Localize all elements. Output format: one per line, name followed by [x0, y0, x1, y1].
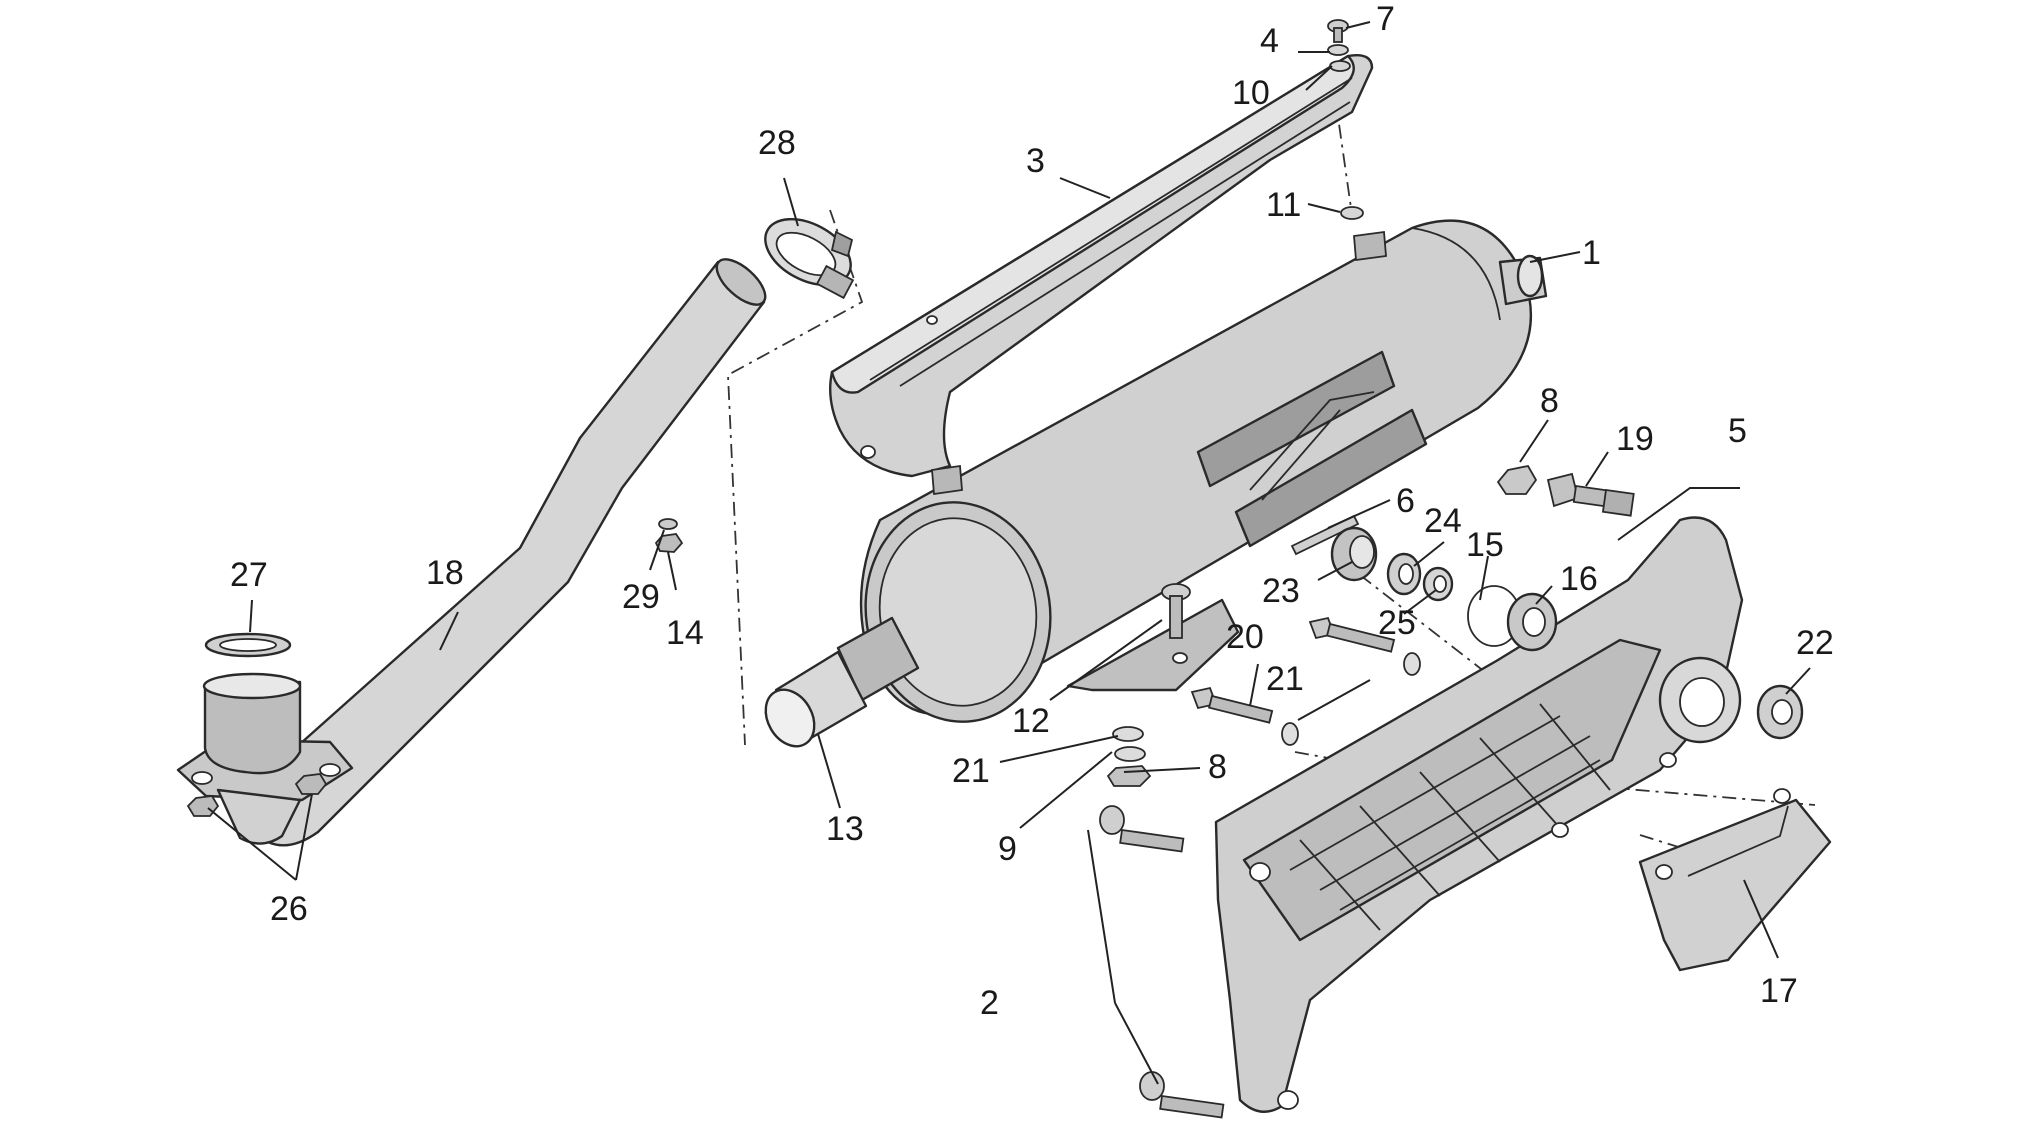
leader-lines	[207, 21, 1811, 1085]
callout-labels: 1 2 3 4 5 6 7 8 8 9 10 11 12 13 14 15 16…	[230, 0, 1834, 1022]
callout-7: 7	[1376, 0, 1395, 38]
bearing-group	[1467, 585, 1558, 652]
callout-6: 6	[1396, 482, 1415, 520]
callout-2: 2	[980, 984, 999, 1022]
callout-11: 11	[1266, 186, 1301, 224]
callout-21-lower: 21	[952, 752, 990, 790]
callout-16: 16	[1560, 560, 1598, 598]
callout-3: 3	[1026, 142, 1045, 180]
exhaust-pipe	[176, 258, 767, 847]
shield-fasteners-top	[1327, 19, 1351, 72]
callout-1: 1	[1582, 234, 1601, 272]
callout-25: 25	[1378, 604, 1416, 642]
callout-23: 23	[1262, 572, 1300, 610]
callout-19: 19	[1616, 420, 1654, 458]
callout-13: 13	[826, 810, 864, 848]
guard-bracket	[1638, 788, 1832, 972]
bracket-seal	[1756, 684, 1804, 740]
callout-4: 4	[1260, 22, 1279, 60]
callout-8-upper: 8	[1540, 382, 1559, 420]
callout-10: 10	[1232, 74, 1270, 112]
heat-shield	[829, 54, 1374, 478]
washer-nut-small	[654, 518, 684, 553]
callout-9: 9	[998, 830, 1017, 868]
callout-21-upper: 21	[1266, 660, 1304, 698]
upper-stud-group	[1496, 464, 1635, 517]
pipe-clamp	[764, 217, 855, 300]
callout-18: 18	[426, 554, 464, 592]
mounting-bolts	[1190, 616, 1421, 746]
callout-26: 26	[270, 890, 308, 928]
shield-washer	[1340, 206, 1364, 220]
callout-8-lower: 8	[1208, 748, 1227, 786]
callout-12: 12	[1012, 702, 1050, 740]
callout-29: 29	[622, 578, 660, 616]
gasket	[204, 632, 292, 658]
callout-15: 15	[1466, 526, 1504, 564]
callout-28: 28	[758, 124, 796, 162]
bracket-bolt	[1161, 583, 1191, 639]
callout-24: 24	[1424, 502, 1462, 540]
swing-arm-bracket	[1214, 516, 1744, 1113]
callout-27: 27	[230, 556, 268, 594]
bracket-bolts	[1099, 805, 1225, 1119]
callout-17: 17	[1760, 972, 1798, 1010]
callout-22: 22	[1796, 624, 1834, 662]
callout-20: 20	[1226, 618, 1264, 656]
callout-14: 14	[666, 614, 704, 652]
flange-nuts	[186, 773, 328, 817]
callout-5: 5	[1728, 412, 1747, 450]
muffler	[764, 219, 1548, 748]
